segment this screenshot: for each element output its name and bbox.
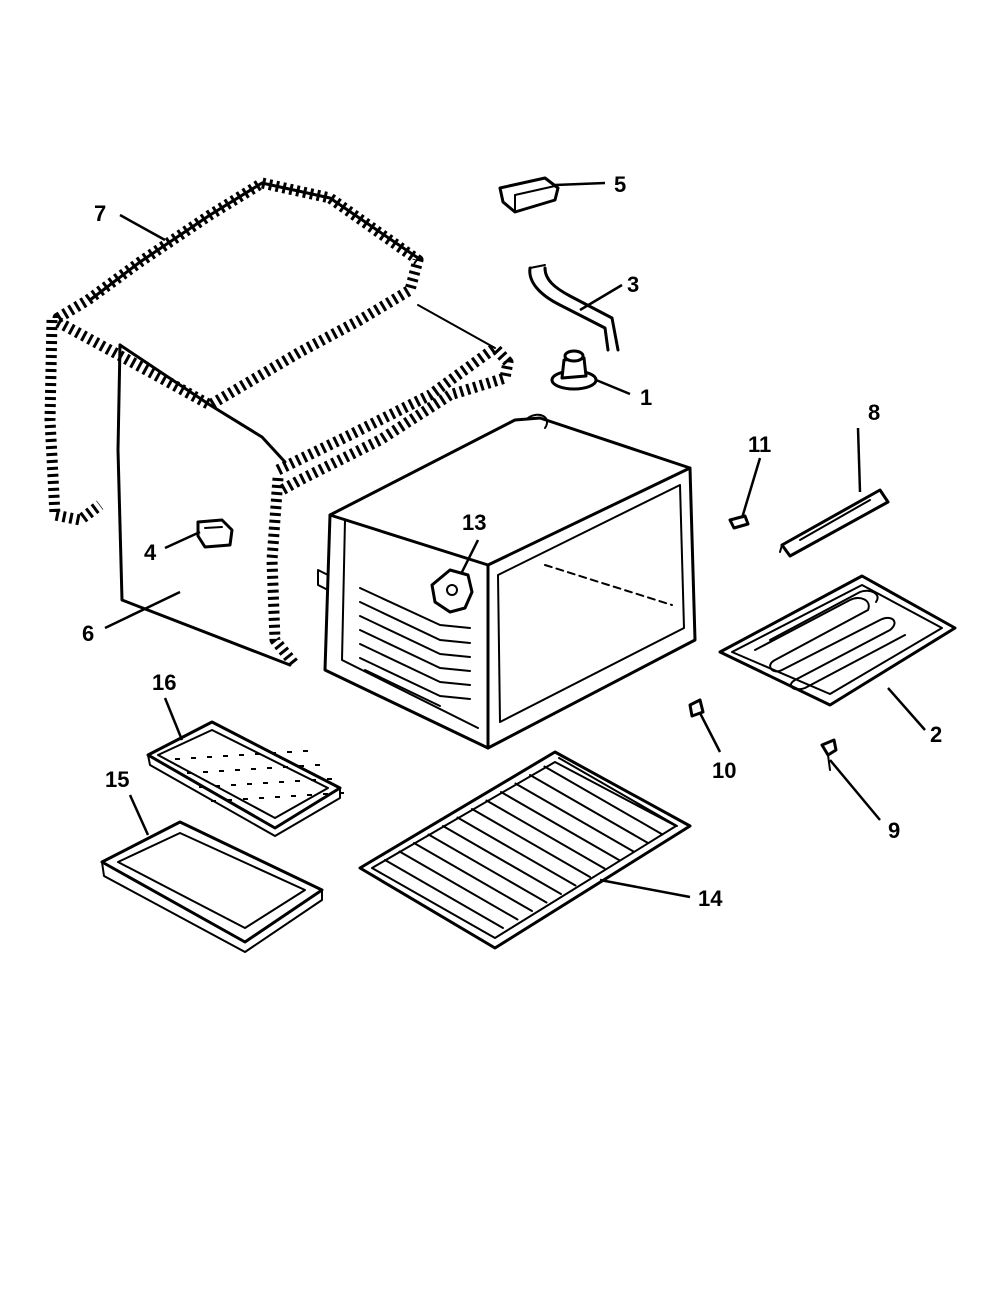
callout-4: 4 xyxy=(144,540,157,565)
perforation-mark xyxy=(315,764,320,766)
part-9-screw[interactable] xyxy=(820,738,838,771)
perforation-mark xyxy=(255,753,260,755)
perforation-mark xyxy=(295,780,300,782)
rack-bar xyxy=(514,782,635,853)
perforation-mark xyxy=(251,768,256,770)
perforation-mark xyxy=(291,795,296,797)
callout-10: 10 xyxy=(712,758,736,783)
rack-bar xyxy=(471,808,591,878)
part-6-side-insulation[interactable] xyxy=(116,304,514,669)
perforation-mark xyxy=(203,771,208,773)
oven-cavity-liner[interactable] xyxy=(317,413,697,750)
part-16-broiler-pan-insert[interactable] xyxy=(146,720,344,837)
part-8-rack-support[interactable] xyxy=(779,488,890,558)
callout-16: 16 xyxy=(152,670,176,695)
perforation-mark xyxy=(311,779,316,781)
perforation-mark xyxy=(187,772,192,774)
callout-15: 15 xyxy=(105,767,129,792)
callout-11: 11 xyxy=(748,432,771,457)
rack-bar xyxy=(413,842,533,912)
perforation-mark xyxy=(191,757,196,759)
callout-labels: 1 2 3 4 5 6 7 8 9 10 11 13 14 15 16 xyxy=(82,172,942,911)
perforation-mark xyxy=(207,756,212,758)
part-15-broiler-pan[interactable] xyxy=(100,820,324,953)
part-11-clip[interactable] xyxy=(728,514,750,530)
rack-bar xyxy=(384,859,504,929)
perforation-mark xyxy=(275,796,280,798)
callout-8: 8 xyxy=(868,400,880,425)
perforation-mark xyxy=(283,766,288,768)
callout-3: 3 xyxy=(627,272,639,297)
rack-bar xyxy=(485,799,606,870)
callout-1: 1 xyxy=(640,385,652,410)
perforation-mark xyxy=(279,781,284,783)
perforation-mark xyxy=(175,758,180,760)
part-1-orifice-fitting[interactable] xyxy=(550,349,598,391)
perforation-mark xyxy=(243,798,248,800)
perforation-mark xyxy=(327,778,332,780)
rack-bar xyxy=(427,833,548,904)
perforation-mark xyxy=(199,786,204,788)
perforation-mark xyxy=(303,750,308,752)
rack-bar xyxy=(456,816,577,887)
callout-5: 5 xyxy=(614,172,626,197)
rack-bar xyxy=(529,774,649,844)
callout-9: 9 xyxy=(888,818,900,843)
callout-2: 2 xyxy=(930,722,942,747)
perforation-mark xyxy=(211,800,216,802)
callout-7: 7 xyxy=(94,201,106,226)
perforation-mark xyxy=(235,769,240,771)
part-13-igniter-bracket[interactable] xyxy=(430,568,474,614)
perforation-mark xyxy=(259,797,264,799)
rack-bar xyxy=(398,850,519,921)
perforation-mark xyxy=(219,770,224,772)
perforation-mark xyxy=(267,767,272,769)
perforation-mark xyxy=(299,765,304,767)
rack-bar xyxy=(558,757,678,827)
part-2-broil-element[interactable] xyxy=(718,574,957,707)
part-5-bulb-holder[interactable] xyxy=(498,176,560,214)
part-7-top-insulation[interactable] xyxy=(44,177,424,526)
perforation-mark xyxy=(323,793,328,795)
part-10-bracket[interactable] xyxy=(688,698,705,718)
perforation-mark xyxy=(215,785,220,787)
part-14-oven-rack[interactable] xyxy=(358,750,692,950)
part-4-clip[interactable] xyxy=(196,518,234,549)
leader-lines xyxy=(104,181,926,899)
perforation-mark xyxy=(271,752,276,754)
callout-6: 6 xyxy=(82,621,94,646)
rack-bar xyxy=(500,791,620,861)
perforation-mark xyxy=(227,799,232,801)
perforation-mark xyxy=(239,754,244,756)
perforation-mark xyxy=(339,792,344,794)
callout-13: 13 xyxy=(462,510,486,535)
perforation-mark xyxy=(231,784,236,786)
callout-14: 14 xyxy=(698,886,723,911)
perforation-mark xyxy=(247,783,252,785)
perforation-mark xyxy=(287,751,292,753)
perforation-mark xyxy=(263,782,268,784)
perforation-mark xyxy=(223,755,228,757)
perforation-mark xyxy=(307,794,312,796)
rack-bar xyxy=(442,825,562,895)
rack-bar xyxy=(543,765,664,836)
part-3-tube[interactable] xyxy=(528,264,620,352)
